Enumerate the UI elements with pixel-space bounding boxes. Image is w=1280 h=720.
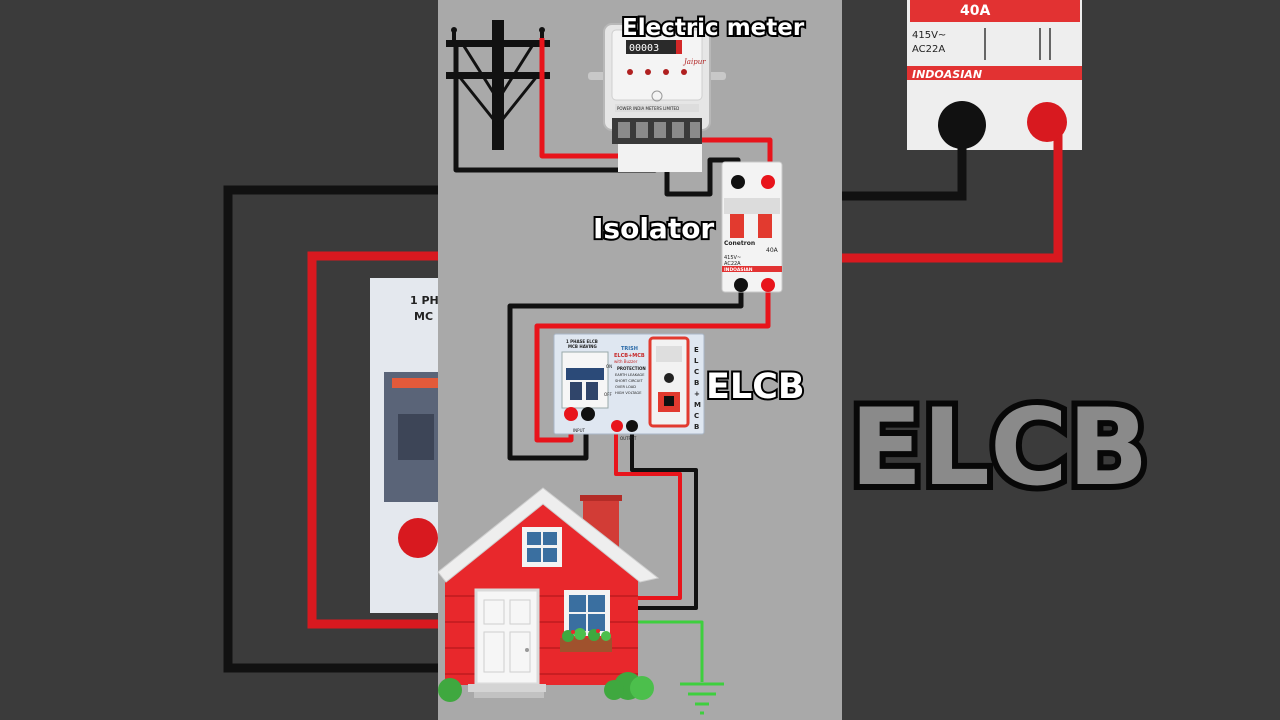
background-right: 40A 415V~ AC22A INDOASIAN ELCB (842, 0, 1280, 720)
elcb-on-label: ON (606, 364, 612, 369)
elcb-product: ELCB+MCB (614, 353, 645, 359)
house-door (474, 588, 540, 686)
meter-brand: Jaipur (682, 58, 706, 66)
earth-ground-icon (680, 682, 724, 715)
neutral-elcb-to-house (630, 428, 698, 610)
house-steps (468, 684, 546, 692)
elcb-brand: TRISH (621, 346, 638, 352)
bg-black-terminal (938, 101, 986, 149)
elcb-title-line1: 1 PHASE ELCB (566, 339, 598, 344)
elcb-feature-3: OVER LOAD (615, 385, 636, 389)
elcb-input-phase-terminal (564, 407, 578, 421)
bg-red-terminal-right (1027, 102, 1067, 142)
isolator-bottom-neutral-terminal (734, 278, 748, 292)
elcb-off-label: OFF (604, 392, 612, 397)
bg-isolator-ac: AC22A (912, 44, 945, 55)
elcb-side-C: C (694, 368, 699, 376)
house-flower-box (560, 638, 612, 652)
elcb-output-label: OUTPUT (620, 436, 637, 441)
elcb-side-C2: C (694, 412, 699, 420)
elcb-box: 1 PHASE ELCB MCB HAVING ON OFF TRISH ELC… (553, 333, 705, 441)
elcb-output-neutral-terminal (626, 420, 638, 432)
elcb-side-L: L (694, 357, 699, 365)
background-left: 1 PH MC (0, 0, 439, 720)
isolator-brand: Conetron (724, 240, 755, 247)
bg-mcb-line2: MC (414, 310, 433, 323)
elcb-product-sub: with Buzzer (614, 359, 638, 364)
phase-isolator-to-elcb (534, 285, 771, 443)
elcb-input-neutral-terminal (581, 407, 595, 421)
electric-meter: 00003 Jaipur POWER INDIA METERS LIMITED (588, 23, 726, 172)
elcb-feature-2: SHORT CIRCUIT (615, 379, 643, 383)
bush-right (630, 676, 654, 700)
isolator-ac: AC22A (724, 261, 741, 267)
elcb-output-phase-terminal (611, 420, 623, 432)
elcb-input-label: INPUT (573, 428, 586, 433)
bg-isolator-rating: 40A (960, 3, 990, 19)
bg-isolator-voltage: 415V~ (912, 30, 946, 41)
isolator-voltage: 415V~ (724, 255, 741, 261)
elcb-test-knob (664, 373, 674, 383)
bg-red-terminal (398, 518, 438, 558)
bg-mcb-line1: 1 PH (410, 294, 439, 307)
isolator-toggle-right (758, 214, 772, 238)
isolator-switch: Conetron 40A 415V~ AC22A INDOASIAN (721, 161, 783, 293)
label-electric-meter: Electric meter (622, 15, 805, 41)
house-icon (437, 487, 660, 702)
isolator-toggle-left (730, 214, 744, 238)
elcb-feature-1: EARTH LEAKAGE (615, 373, 645, 377)
isolator-bottom-phase-terminal (761, 278, 775, 292)
bush-left (438, 678, 462, 702)
isolator-top-neutral-terminal (731, 175, 745, 189)
neutral-isolator-to-elcb (507, 285, 744, 461)
bg-isolator-maker: INDOASIAN (912, 68, 982, 81)
elcb-side-M: M (694, 401, 701, 409)
elcb-side-B: B (694, 379, 699, 387)
elcb-side-E: E (694, 346, 699, 354)
meter-reading: 00003 (629, 43, 659, 54)
phase-elcb-to-house (614, 428, 682, 600)
isolator-maker: INDOASIAN (724, 267, 753, 273)
elcb-side-plus: + (694, 390, 700, 398)
meter-footer: POWER INDIA METERS LIMITED (617, 106, 679, 111)
bg-elcb-text: ELCB (850, 386, 1149, 509)
elcb-side-B2: B (694, 423, 699, 431)
elcb-title-line2: MCB HAVING (568, 344, 597, 349)
isolator-rating: 40A (766, 247, 779, 254)
utility-pole (446, 20, 550, 150)
elcb-feature-4: HIGH VOLTAGE (615, 391, 642, 395)
label-isolator: Isolator (593, 212, 714, 245)
isolator-top-phase-terminal (761, 175, 775, 189)
elcb-features-title: PROTECTION (617, 366, 646, 371)
earth-wire (632, 620, 704, 682)
label-elcb: ELCB (706, 367, 805, 407)
